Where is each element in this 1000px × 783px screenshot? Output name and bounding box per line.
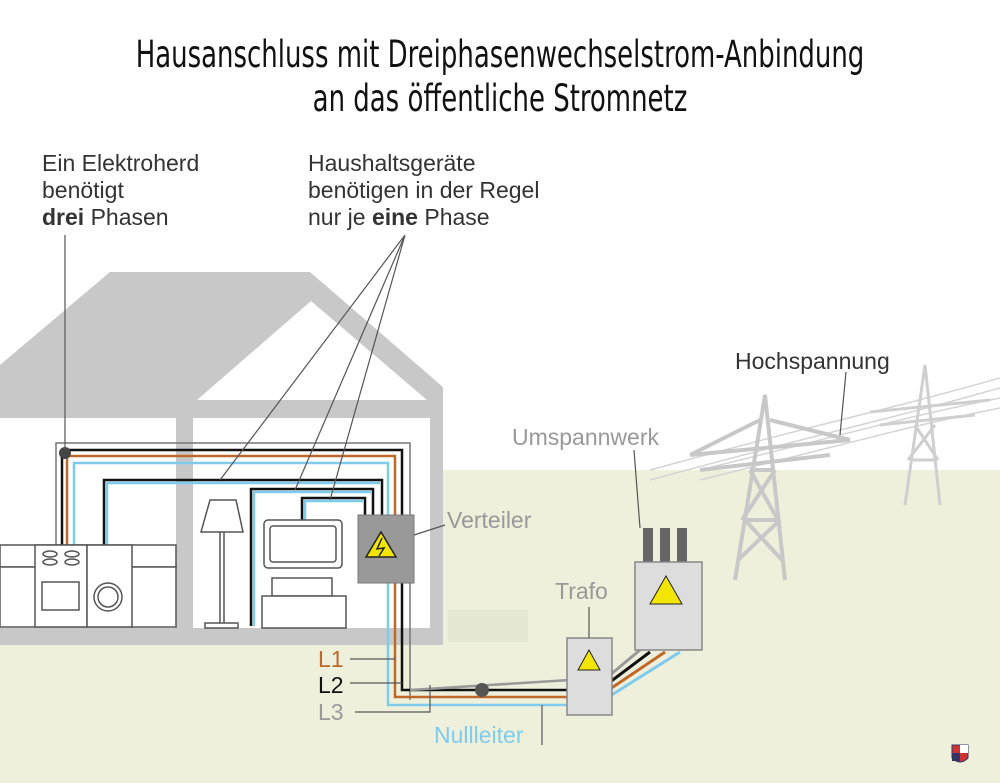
label-line: Ein Elektroherd xyxy=(42,150,200,176)
label-line: benötigt xyxy=(42,177,124,203)
label-bold: eine xyxy=(371,204,418,230)
label-text: nur je xyxy=(308,204,372,230)
label-nullleiter: Nullleiter xyxy=(434,722,524,748)
leader-lines xyxy=(64,234,847,745)
verteiler-box xyxy=(357,514,415,584)
logo xyxy=(951,744,969,763)
supply-cable xyxy=(609,648,681,698)
label-umspannwerk: Umspannwerk xyxy=(512,424,659,450)
label-verteiler: Verteiler xyxy=(447,507,532,533)
label-text: Phase xyxy=(417,204,490,230)
high-voltage-lines xyxy=(649,377,1000,481)
power-tower-small xyxy=(869,364,991,506)
label-haushaltsgeraete: Haushaltsgeräte benötigen in der Regel n… xyxy=(308,150,539,231)
label-l1: L1 xyxy=(318,646,344,672)
ground xyxy=(440,470,1000,783)
trafo-box xyxy=(566,637,613,716)
umspannwerk-transformer xyxy=(634,528,703,651)
label-line: Haushaltsgeräte xyxy=(308,150,476,176)
label-elektroherd: Ein Elektroherd benötigt drei Phasen xyxy=(42,150,199,231)
label-bold: drei xyxy=(42,204,85,230)
label-trafo: Trafo xyxy=(555,578,608,604)
lamp xyxy=(200,499,244,533)
label-l3: L3 xyxy=(318,699,344,725)
title-line-1: Hausanschluss mit Dreiphasenwechselstrom… xyxy=(135,33,865,76)
label-line: benötigen in der Regel xyxy=(308,177,540,203)
label-line: drei Phasen xyxy=(42,204,199,231)
power-tower-large xyxy=(689,394,851,581)
label-text: Phasen xyxy=(84,204,169,230)
junction-dot xyxy=(475,683,489,697)
label-hochspannung: Hochspannung xyxy=(735,348,890,374)
label-line: nur je eine Phase xyxy=(308,204,539,231)
label-l2: L2 xyxy=(318,672,344,698)
junction-dot xyxy=(59,447,71,459)
title-line-2: an das öffentliche Stromnetz xyxy=(312,77,688,120)
appliances xyxy=(0,499,347,629)
